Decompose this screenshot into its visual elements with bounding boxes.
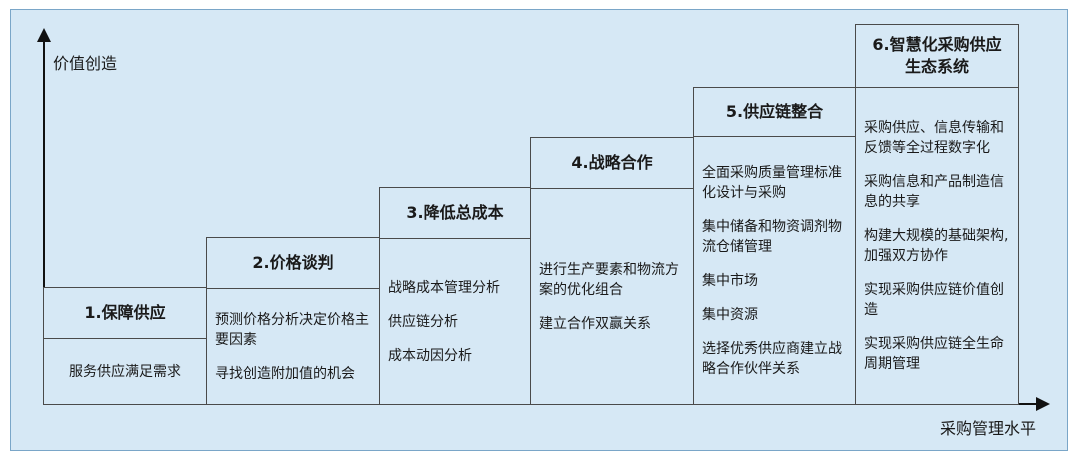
stage-2-body: 预测价格分析决定价格主要因素 寻找创造附加值的机会 <box>207 289 379 404</box>
stage-4-body: 进行生产要素和物流方案的优化组合 建立合作双赢关系 <box>531 189 693 404</box>
stage-5-body: 全面采购质量管理标准化设计与采购 集中储备和物资调剂物流仓储管理 集中市场 集中… <box>694 137 855 404</box>
y-axis-label: 价值创造 <box>53 54 118 73</box>
stage-3-title: 3.降低总成本 <box>380 188 530 239</box>
stage-3: 3.降低总成本 战略成本管理分析 供应链分析 成本动因分析 <box>379 187 531 405</box>
stage-1-title: 1.保障供应 <box>44 288 206 339</box>
stage-5: 5.供应链整合 全面采购质量管理标准化设计与采购 集中储备和物资调剂物流仓储管理… <box>693 87 856 405</box>
stage-2-item: 预测价格分析决定价格主要因素 <box>215 311 369 348</box>
stage-4-item: 进行生产要素和物流方案的优化组合 <box>539 261 679 298</box>
x-axis-arrow <box>1036 397 1050 411</box>
stage-3-body: 战略成本管理分析 供应链分析 成本动因分析 <box>380 239 530 404</box>
stage-4-title: 4.战略合作 <box>531 138 693 189</box>
y-axis <box>43 40 45 405</box>
stage-5-item: 集中储备和物资调剂物流仓储管理 <box>702 218 842 255</box>
stage-6-title: 6.智慧化采购供应 生态系统 <box>856 25 1018 88</box>
stage-4-item: 建立合作双赢关系 <box>539 315 651 332</box>
stage-5-item: 集中市场 <box>702 272 758 289</box>
stage-5-item: 选择优秀供应商建立战略合作伙伴关系 <box>702 340 842 377</box>
stage-2-item: 寻找创造附加值的机会 <box>215 365 355 382</box>
stage-6-title-line-1: 6.智慧化采购供应 <box>872 35 1002 54</box>
stage-6: 6.智慧化采购供应 生态系统 采购供应、信息传输和反馈等全过程数字化 采购信息和… <box>855 24 1019 405</box>
stage-1: 1.保障供应 服务供应满足需求 <box>43 287 207 405</box>
x-axis-label: 采购管理水平 <box>940 419 1037 438</box>
stage-1-item: 服务供应满足需求 <box>69 363 181 380</box>
stage-2: 2.价格谈判 预测价格分析决定价格主要因素 寻找创造附加值的机会 <box>206 237 380 405</box>
stage-5-item: 集中资源 <box>702 306 758 323</box>
stage-6-title-line-2: 生态系统 <box>904 57 969 76</box>
stage-1-body: 服务供应满足需求 <box>44 339 206 404</box>
stage-6-item: 构建大规模的基础架构,加强双方协作 <box>864 228 1009 264</box>
stage-3-item: 供应链分析 <box>388 313 458 330</box>
stage-3-item: 战略成本管理分析 <box>388 279 500 296</box>
stage-2-title: 2.价格谈判 <box>207 238 379 289</box>
stage-5-item: 全面采购质量管理标准化设计与采购 <box>702 164 842 201</box>
y-axis-arrow <box>37 28 51 42</box>
stage-6-item: 采购供应、信息传输和反馈等全过程数字化 <box>864 120 1004 156</box>
stage-6-item: 采购信息和产品制造信息的共享 <box>864 174 1004 210</box>
stage-6-item: 实现采购供应链全生命周期管理 <box>864 336 1004 372</box>
stage-6-body: 采购供应、信息传输和反馈等全过程数字化 采购信息和产品制造信息的共享 构建大规模… <box>856 88 1018 404</box>
stage-3-item: 成本动因分析 <box>388 347 472 364</box>
stage-5-title: 5.供应链整合 <box>694 88 855 137</box>
stage-6-item: 实现采购供应链价值创造 <box>864 282 1004 318</box>
stage-4: 4.战略合作 进行生产要素和物流方案的优化组合 建立合作双赢关系 <box>530 137 694 405</box>
